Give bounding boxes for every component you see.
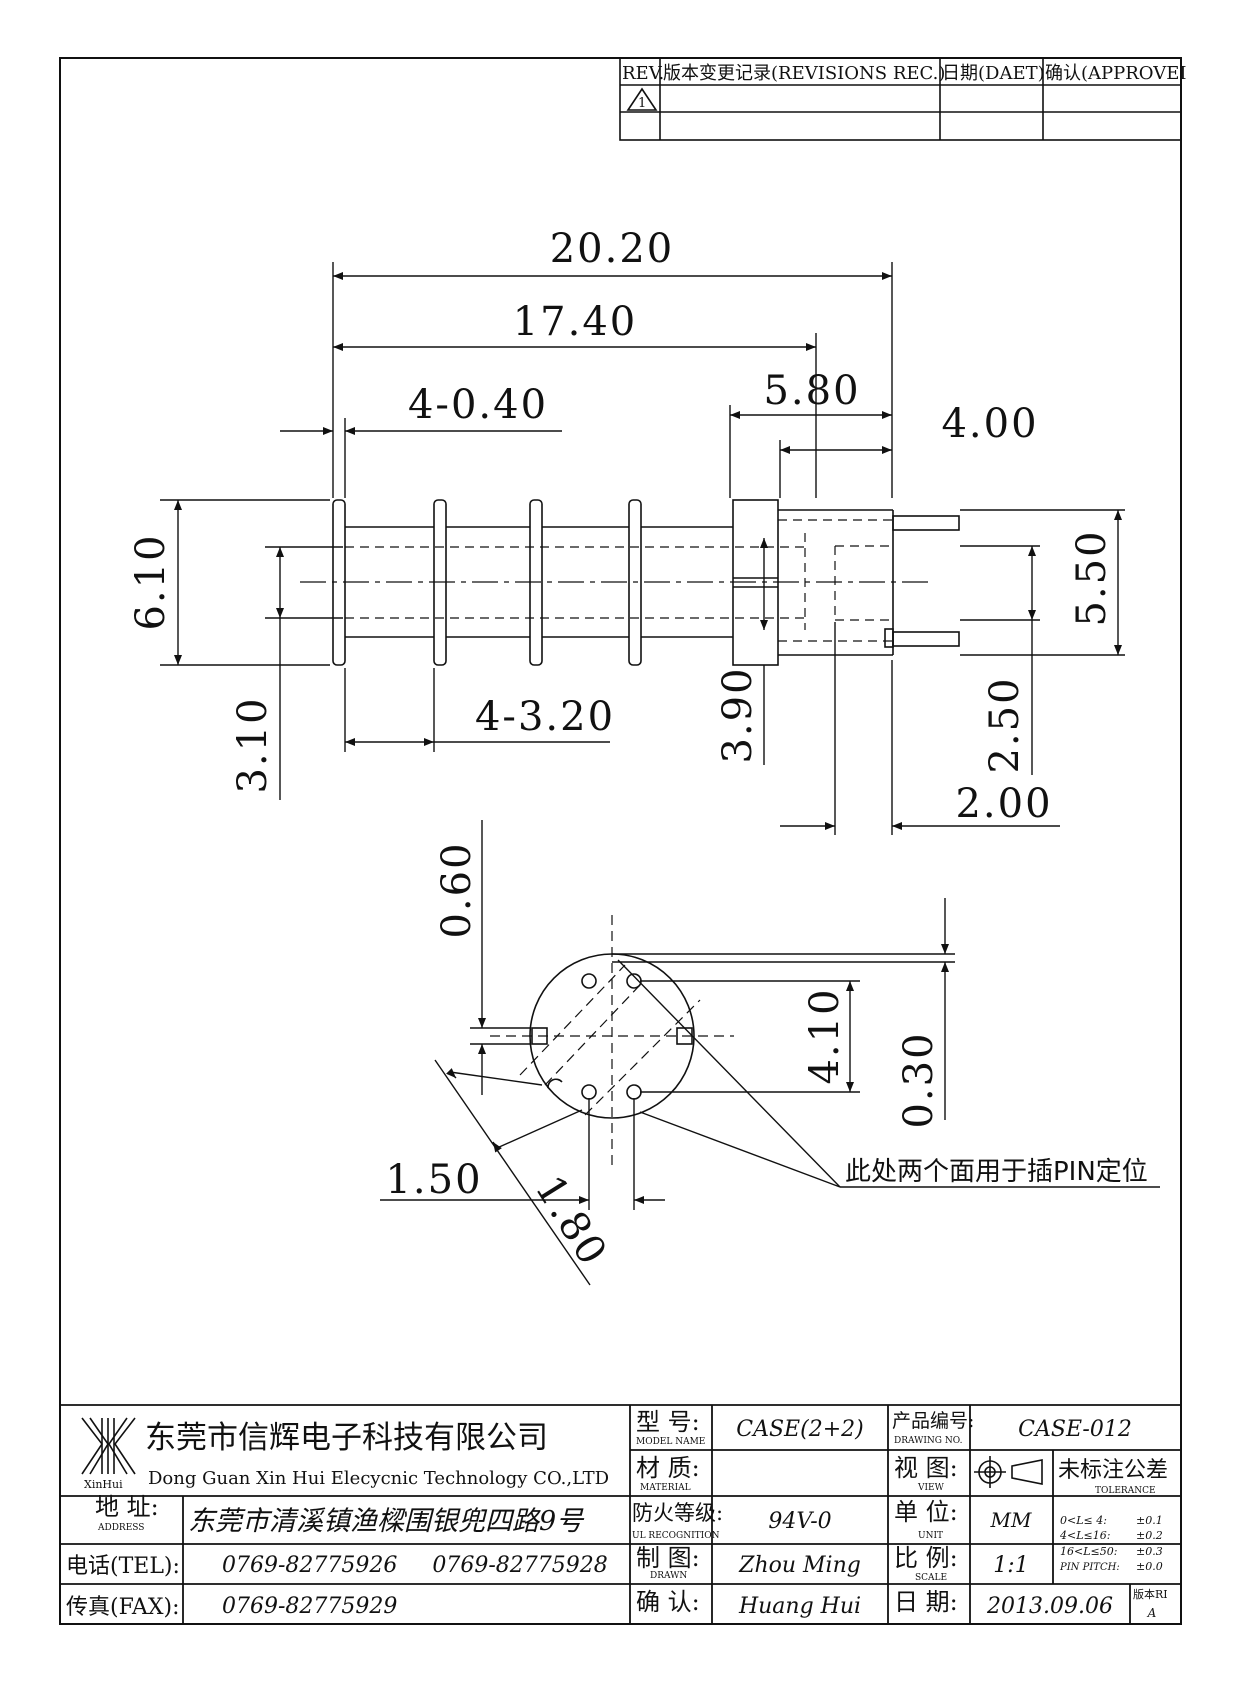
drawn-label-en: DRAWN	[650, 1571, 687, 1581]
date-label: 日 期:	[894, 1588, 958, 1616]
dim-core-diameter: 3.10	[230, 696, 276, 793]
company-name-cn: 东莞市信辉电子科技有限公司	[145, 1420, 548, 1456]
ul-label: 防火等级:	[632, 1501, 723, 1525]
address-value: 东莞市清溪镇渔樑围银兜四路9号	[188, 1506, 585, 1537]
drawing-no-value: CASE-012	[1018, 1417, 1132, 1442]
version-value: A	[1147, 1606, 1157, 1620]
fax-value: 0769-82775929	[222, 1594, 397, 1619]
material-label: 材 质:	[636, 1454, 700, 1482]
dim-pin-length: 4.00	[941, 401, 1038, 447]
view-label: 视 图:	[894, 1454, 958, 1482]
revision-table	[619, 57, 1182, 141]
end-view-centerlines	[490, 915, 734, 1170]
tolerance-range-4: PIN PITCH:	[1059, 1562, 1120, 1573]
scale-label-en: SCALE	[915, 1573, 947, 1583]
model-label-en: MODEL NAME	[636, 1437, 705, 1447]
unit-value: MM	[990, 1508, 1032, 1532]
dim-pin-pitch-circle: 4.10	[802, 987, 848, 1084]
tolerance-label: 未标注公差	[1058, 1458, 1168, 1483]
unit-label: 单 位:	[894, 1498, 958, 1526]
scale-label: 比 例:	[894, 1544, 958, 1572]
dim-pin-offset-h: 2.00	[955, 781, 1052, 827]
date-value: 2013.09.06	[986, 1594, 1113, 1619]
ul-label-en: UL RECOGNITION	[632, 1531, 720, 1541]
projection-symbol-icon	[974, 1456, 1043, 1488]
dim-edge-gap: 0.30	[896, 1031, 942, 1128]
end-view-dimensions	[380, 820, 1160, 1286]
scale-value: 1:1	[993, 1553, 1028, 1578]
model-label: 型 号:	[636, 1408, 700, 1436]
dim-top-gap: 0.60	[434, 841, 480, 938]
dim-diag-width: 1.80	[526, 1168, 616, 1275]
dim-slot-pitch: 4-3.20	[475, 694, 615, 740]
company-name-en: Dong Guan Xin Hui Elecycnic Technology C…	[148, 1468, 609, 1489]
check-value: Huang Hui	[738, 1594, 861, 1619]
dim-pin-span: 5.50	[1069, 529, 1115, 626]
tolerance-range-1: 0<L≤ 4:	[1060, 1514, 1107, 1527]
revisions-header: 版本变更记录(REVISIONS REC.)	[663, 63, 945, 84]
dim-head-width: 5.80	[763, 368, 860, 414]
unit-label-en: UNIT	[918, 1531, 943, 1541]
logo-text: XinHui	[84, 1478, 123, 1491]
tolerance-value-2: ±0.2	[1136, 1529, 1163, 1542]
tolerance-value-3: ±0.3	[1136, 1545, 1163, 1558]
revision-triangle-icon	[626, 87, 658, 111]
rev-mark: 1	[638, 96, 646, 111]
view-label-en: VIEW	[917, 1483, 945, 1493]
fax-label: 传真(FAX):	[66, 1595, 179, 1620]
address-label-en: ADDRESS	[97, 1523, 144, 1533]
approve-header: 确认(APPROVEI	[1045, 63, 1187, 84]
sheet-border	[59, 57, 1182, 1625]
check-label: 确 认:	[636, 1588, 700, 1616]
tolerance-value-1: ±0.1	[1136, 1514, 1163, 1527]
tolerance-label-en: TOLERANCE	[1095, 1486, 1156, 1496]
model-value: CASE(2+2)	[736, 1417, 863, 1442]
date-header: 日期(DAET)	[942, 63, 1045, 84]
dim-body-length: 17.40	[513, 299, 638, 345]
rev-header: REV.	[622, 63, 664, 84]
ul-value: 94V-0	[768, 1509, 831, 1534]
address-label: 地 址:	[95, 1493, 159, 1521]
tel-label: 电话(TEL):	[66, 1554, 180, 1579]
material-label-en: MATERIAL	[640, 1483, 691, 1493]
title-block-grid	[60, 1404, 1181, 1624]
dim-hole-spacing: 1.50	[385, 1157, 482, 1203]
version-label: 版本RI	[1133, 1587, 1168, 1601]
drawn-value: Zhou Ming	[738, 1553, 861, 1578]
company-logo	[81, 1417, 136, 1475]
tel-value: 0769-82775926 0769-82775928	[222, 1553, 608, 1578]
side-view-hidden	[345, 519, 893, 642]
tolerance-value-4: ±0.0	[1136, 1560, 1163, 1573]
tolerance-range-2: 4<L≤16:	[1059, 1529, 1110, 1542]
pin-locating-note: 此处两个面用于插PIN定位	[845, 1157, 1148, 1187]
side-dimensions	[160, 262, 1125, 835]
drawing-no-label: 产品编号:	[892, 1410, 974, 1432]
dim-flange-height: 6.10	[128, 533, 174, 630]
drawing-no-label-en: DRAWING NO.	[894, 1436, 963, 1446]
tolerance-range-3: 16<L≤50:	[1060, 1545, 1117, 1558]
dim-flange-thickness: 4-0.40	[408, 382, 548, 428]
drawn-label: 制 图:	[636, 1544, 700, 1572]
dim-overall-length: 20.20	[550, 226, 675, 272]
dim-head-inner: 3.90	[715, 666, 761, 763]
dim-pin-offset-v: 2.50	[982, 676, 1028, 773]
